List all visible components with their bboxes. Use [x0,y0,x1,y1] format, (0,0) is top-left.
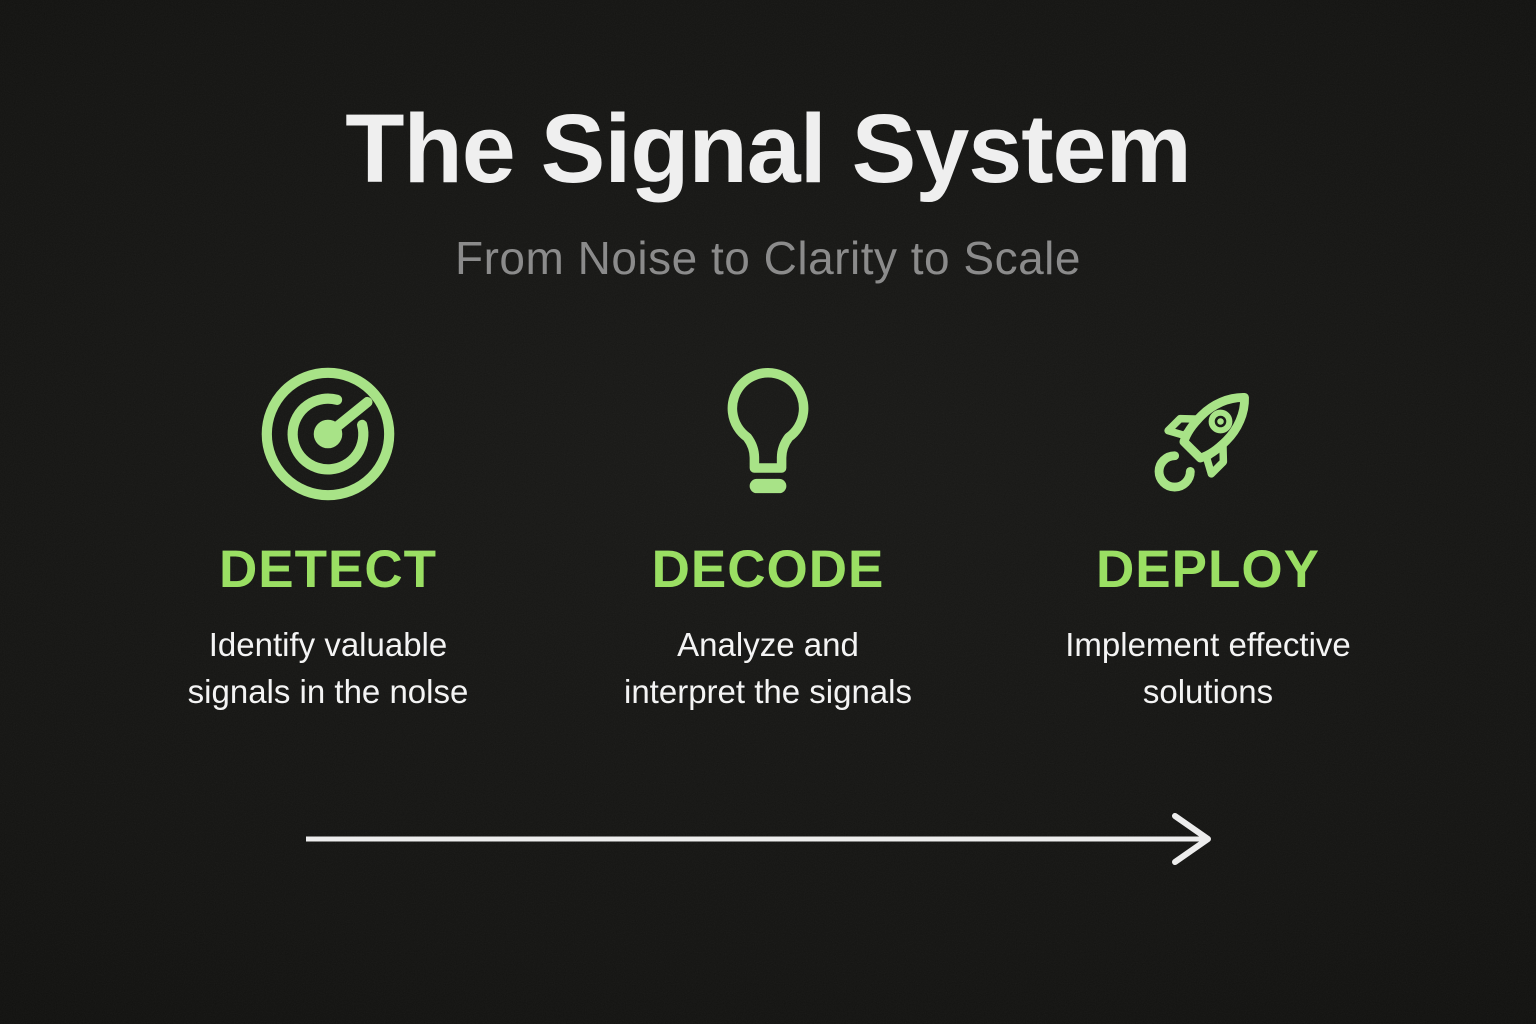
deploy-heading: DEPLOY [1096,539,1320,599]
step-decode: DECODE Analyze and interpret the signals [548,363,988,716]
lightbulb-icon [727,367,809,493]
step-detect: DETECT Identify valuable signals in the … [108,363,548,716]
decode-description: Analyze and interpret the signals [624,625,912,710]
deploy-icon-box [1140,363,1276,505]
steps-row: DETECT Identify valuable signals in the … [108,363,1428,716]
detect-heading: DETECT [219,539,437,599]
decode-heading: DECODE [651,539,885,599]
page-title: The Signal System [345,94,1191,203]
radar-target-icon [261,367,395,500]
deploy-description: Implement effective solutions [1065,625,1351,710]
decode-icon-box [700,363,836,505]
step-deploy: DEPLOY Implement effective solutions [988,363,1428,716]
page-subtitle: From Noise to Clarity to Scale [455,231,1081,284]
detect-icon-box [260,363,396,505]
rocket-icon [1154,392,1249,492]
flow-arrow-icon [306,813,1211,866]
flow-arrow-wrap [303,811,1233,867]
detect-description: Identify valuable signals in the nolse [187,625,469,710]
